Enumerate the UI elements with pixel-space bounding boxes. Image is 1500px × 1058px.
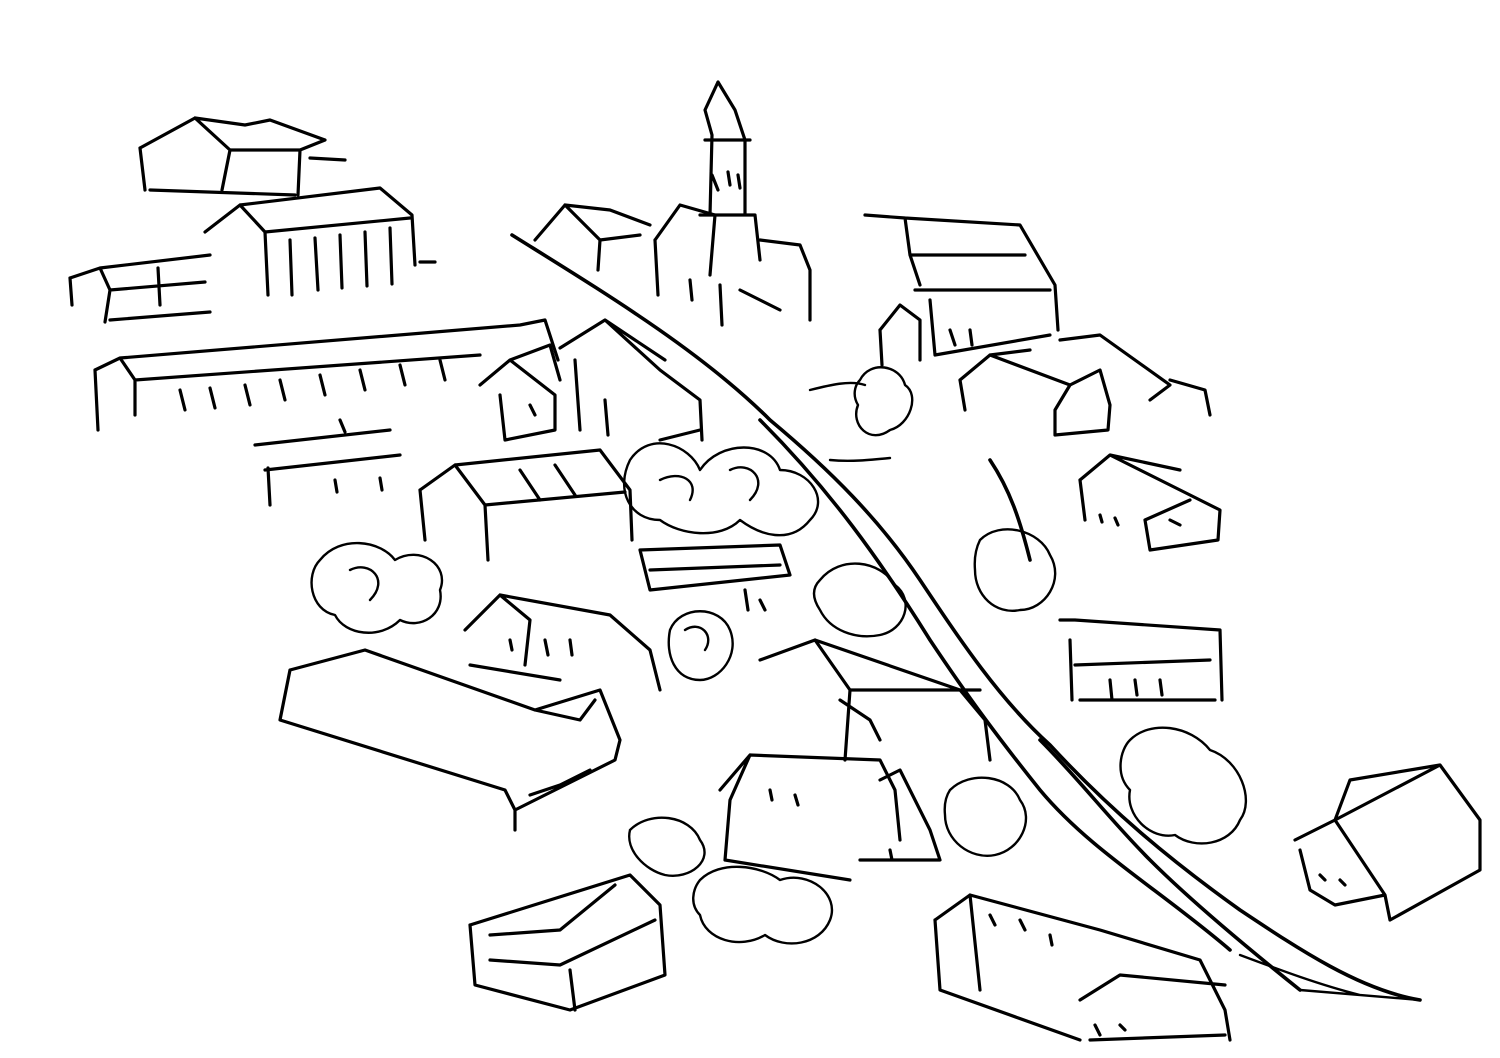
tree-ring-center — [667, 610, 734, 682]
tree-scribble-west — [310, 541, 444, 634]
building-east-lower — [1058, 618, 1224, 702]
building-center-row — [463, 593, 662, 692]
building-south-long — [933, 893, 1232, 1042]
building-northwest-top — [138, 116, 347, 197]
church-tower — [698, 80, 762, 262]
tree-scribble-south — [943, 776, 1028, 857]
building-church-body — [653, 203, 812, 327]
building-west-large — [278, 648, 622, 832]
building-west-wing — [68, 253, 212, 324]
building-east-upper — [958, 333, 1212, 437]
misc-strokes — [808, 381, 1422, 1002]
building-center-shed — [638, 543, 792, 612]
tree-scribble-east — [973, 528, 1057, 612]
buildings — [68, 80, 1482, 1042]
path-stroke-south — [1238, 953, 1422, 1002]
tree-round-north — [853, 366, 914, 437]
tree-scribble-mid — [812, 562, 907, 638]
building-south-middle — [718, 753, 942, 882]
building-gable-north — [533, 203, 652, 272]
building-long-hall — [203, 186, 437, 297]
building-long-row — [93, 318, 560, 432]
building-east-middle — [1078, 453, 1222, 552]
tree-scribble-southwest — [628, 816, 706, 877]
tree-cluster-north-center — [622, 442, 820, 537]
building-southwest — [468, 873, 667, 1012]
tree-cluster-south — [692, 865, 834, 945]
trees — [310, 366, 1248, 945]
building-west-lower — [253, 418, 402, 507]
road-edge-east — [988, 458, 1302, 992]
building-center-south — [758, 638, 992, 762]
tree-cluster-east-lower — [1119, 726, 1248, 845]
building-church-nave — [558, 318, 704, 442]
building-center-gabled — [418, 448, 634, 562]
building-southeast — [1293, 763, 1482, 922]
path-stroke-north — [808, 381, 892, 463]
road-edge-west — [510, 233, 1422, 1002]
building-northeast-block — [863, 213, 1060, 367]
building-small-house — [478, 343, 562, 442]
